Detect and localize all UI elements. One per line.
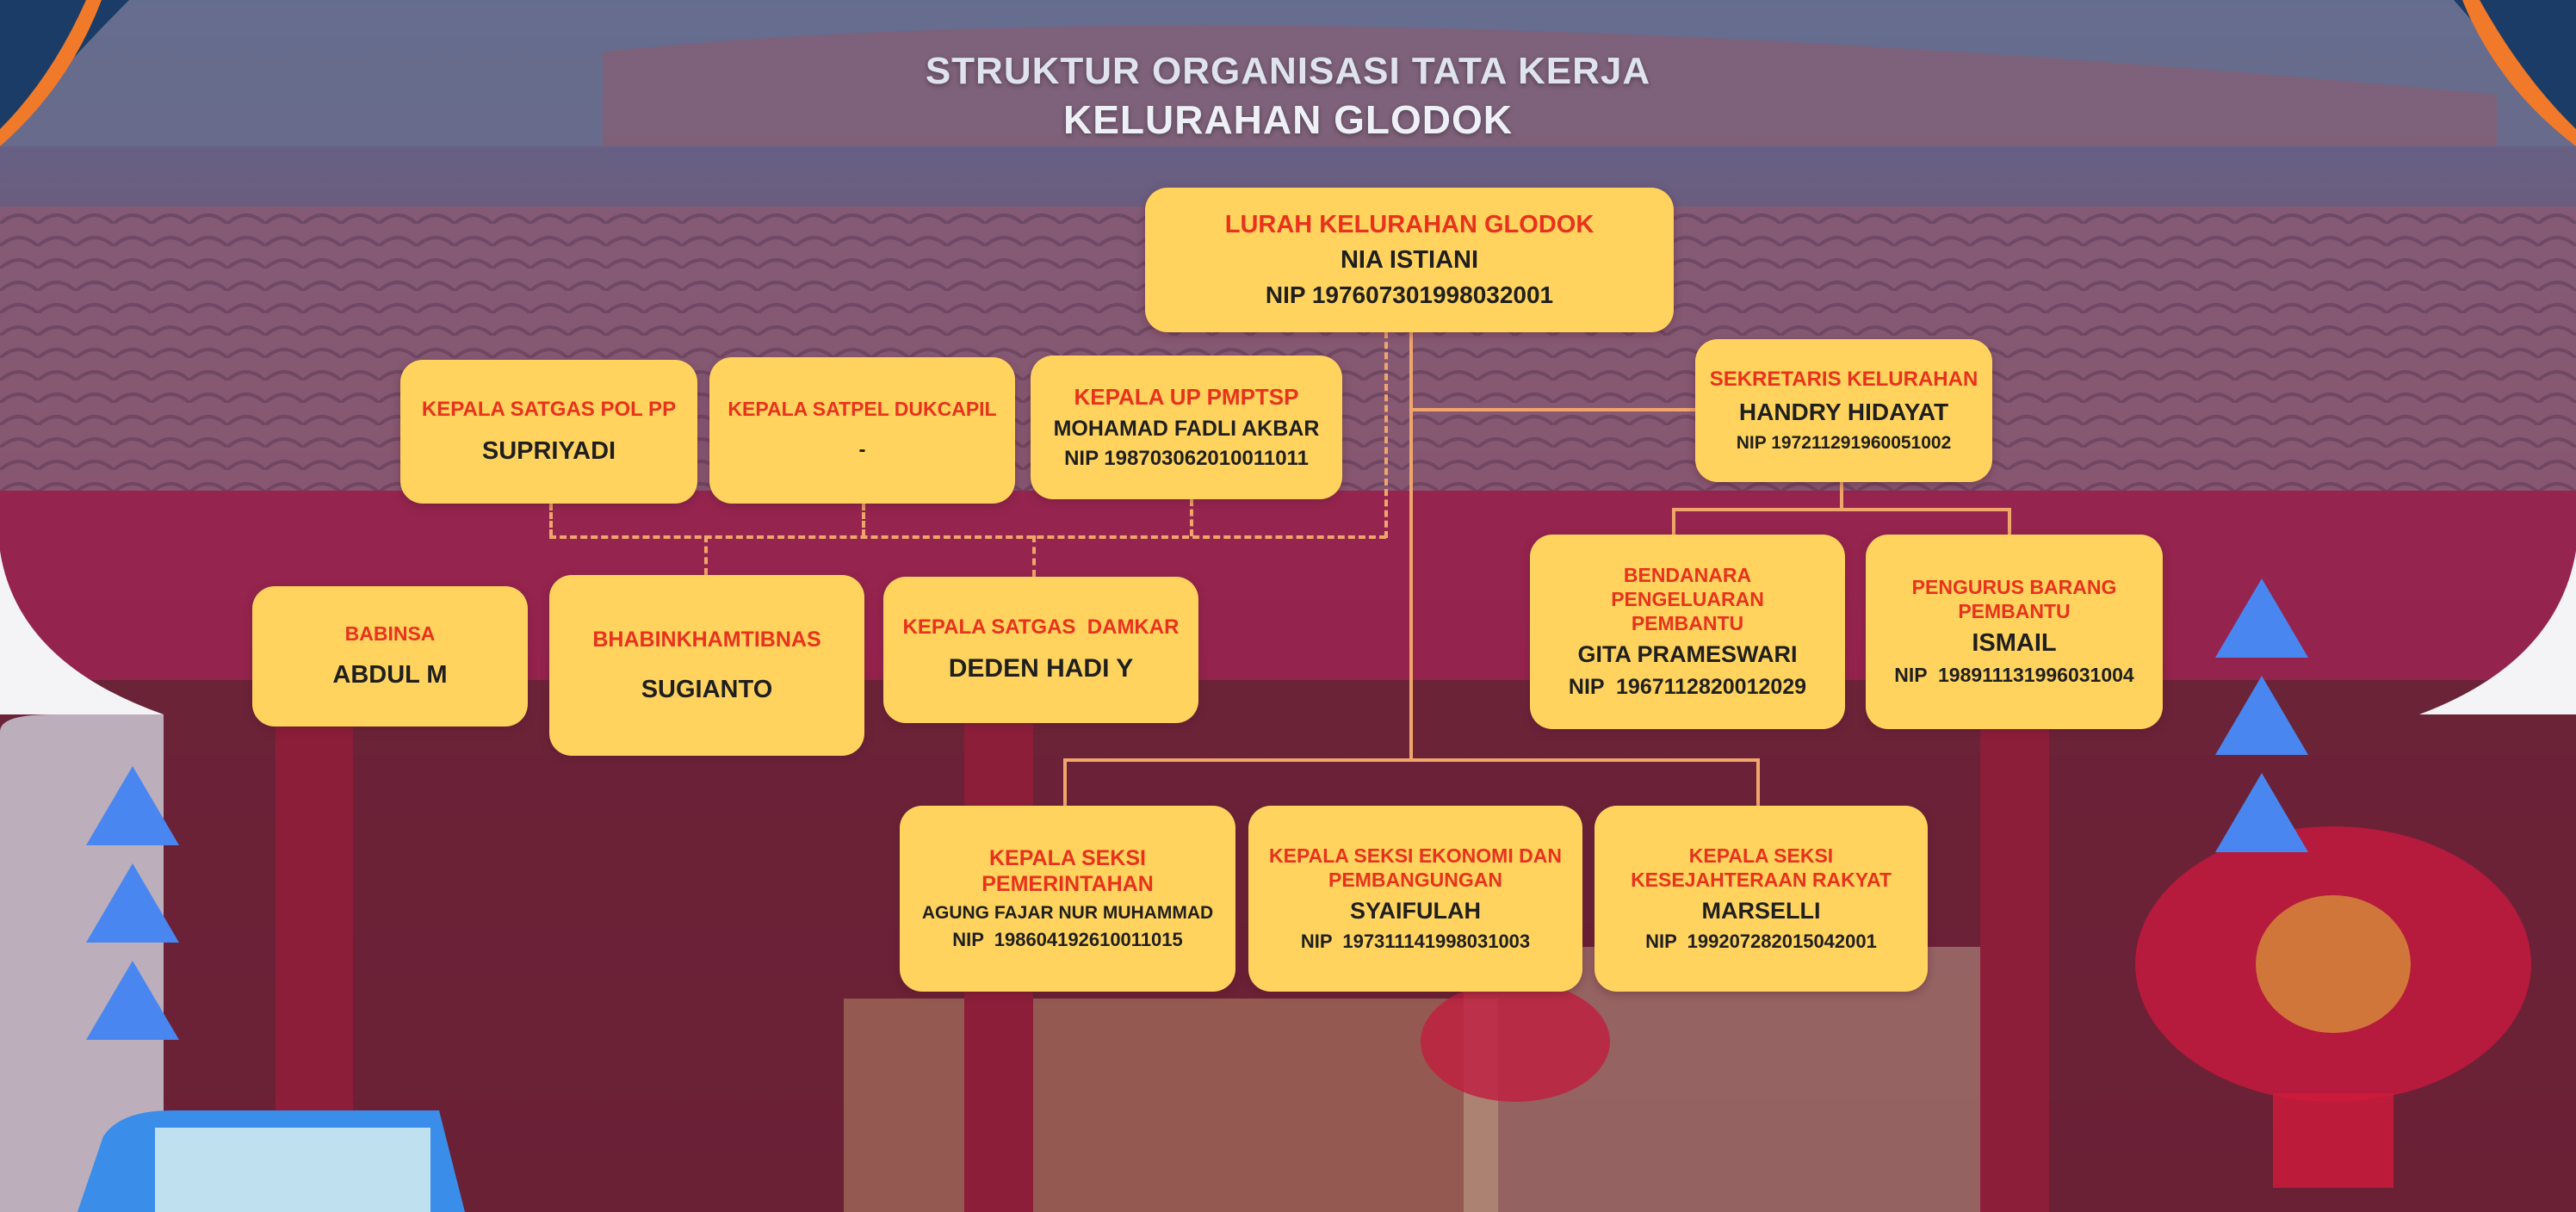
name-label: SUGIANTO <box>641 675 773 703</box>
role-label: SEKRETARIS KELURAHAN <box>1709 368 1978 392</box>
role-label: KEPALA SATGAS DAMKAR <box>902 615 1180 639</box>
nip-label: NIP 197211291960051002 <box>1736 432 1952 453</box>
nip-label: NIP 198703062010011011 <box>1064 446 1309 470</box>
box-seksi-kesra: KEPALA SEKSI KESEJAHTERAAN RAKYAT MARSEL… <box>1595 806 1928 992</box>
name-label: NIA ISTIANI <box>1340 246 1479 275</box>
box-seksi-pemerintahan: KEPALA SEKSI PEMERINTAHAN AGUNG FAJAR NU… <box>900 806 1235 992</box>
triangle-icon <box>86 863 179 943</box>
nip-label: NIP 197607301998032001 <box>1265 281 1554 308</box>
dashed-connector-bhabin <box>704 535 708 575</box>
role-label: KEPALA SATGAS POL PP <box>421 397 677 421</box>
connector-sekretaris <box>1409 408 1695 411</box>
box-seksi-ekonomi: KEPALA SEKSI EKONOMI DAN PEMBANGUNGAN SY… <box>1248 806 1582 992</box>
dashed-connector-damkar <box>1032 535 1036 577</box>
nip-label: NIP 198911131996031004 <box>1894 664 2134 687</box>
connector-pengurus <box>2008 508 2011 535</box>
dashed-connector-pol-pp <box>549 504 553 536</box>
dashed-connector-dukcapil <box>862 504 865 536</box>
triangle-icon <box>86 766 179 845</box>
connector-sekretaris-branch <box>1672 508 2009 511</box>
box-pengurus-barang: PENGURUS BARANG PEMBANTU ISMAIL NIP 1989… <box>1866 535 2163 729</box>
role-label: BHABINKHAMTIBNAS <box>592 627 821 652</box>
role-label: KEPALA SATPEL DUKCAPIL <box>728 397 997 420</box>
name-label: - <box>858 438 866 462</box>
role-label: KEPALA SEKSI EKONOMI DAN PEMBANGUNGAN <box>1269 844 1562 891</box>
name-label: HANDRY HIDAYAT <box>1738 399 1949 425</box>
nip-label: NIP 197311141998031003 <box>1300 930 1531 952</box>
box-satpel-dukcapil: KEPALA SATPEL DUKCAPIL - <box>709 357 1015 504</box>
role-label: BENDANARA PENGELUARAN PEMBANTU <box>1611 564 1764 634</box>
triangle-icon <box>86 961 179 1040</box>
name-label: DEDEN HADI Y <box>948 654 1134 683</box>
box-bendahara: BENDANARA PENGELUARAN PEMBANTU GITA PRAM… <box>1530 535 1845 729</box>
role-label: LURAH KELURAHAN GLODOK <box>1224 211 1595 239</box>
role-label: BABINSA <box>344 622 436 646</box>
dashed-connector-main <box>1384 331 1388 538</box>
role-label: KEPALA SEKSI PEMERINTAHAN <box>981 846 1154 897</box>
connector-sekretaris-down <box>1840 482 1843 508</box>
nip-label: NIP 199207282015042001 <box>1645 930 1877 952</box>
connector-seksi-kesra <box>1756 758 1760 807</box>
name-label: MARSELLI <box>1701 898 1821 924</box>
name-label: SUPRIYADI <box>481 436 616 465</box>
triangle-icon <box>2215 676 2308 755</box>
role-label: KEPALA SEKSI KESEJAHTERAAN RAKYAT <box>1631 844 1892 891</box>
box-satgas-damkar: KEPALA SATGAS DAMKAR DEDEN HADI Y <box>883 577 1198 723</box>
triangle-icon <box>2215 578 2308 658</box>
box-sekretaris: SEKRETARIS KELURAHAN HANDRY HIDAYAT NIP … <box>1695 339 1992 482</box>
nip-label: NIP 1967112820012029 <box>1568 674 1807 699</box>
box-bhabinkhamtibnas: BHABINKHAMTIBNAS SUGIANTO <box>549 575 864 756</box>
role-label: PENGURUS BARANG PEMBANTU <box>1911 576 2117 622</box>
name-label: GITA PRAMESWARI <box>1577 641 1798 668</box>
connector-seksi-pemerintahan <box>1063 758 1067 807</box>
connector-bendahara <box>1672 508 1675 535</box>
nip-label: NIP 198604192610011015 <box>952 929 1183 951</box>
box-satgas-pol-pp: KEPALA SATGAS POL PP SUPRIYADI <box>400 360 697 504</box>
box-babinsa: BABINSA ABDUL M <box>252 586 528 727</box>
connector-seksi-branch <box>1063 758 1760 762</box>
role-label: KEPALA UP PMPTSP <box>1074 383 1299 410</box>
name-label: SYAIFULAH <box>1349 898 1482 924</box>
triangle-icon <box>2215 773 2308 852</box>
box-up-pmptsp: KEPALA UP PMPTSP MOHAMAD FADLI AKBAR NIP… <box>1031 356 1342 499</box>
connector-trunk <box>1409 331 1413 762</box>
name-label: ISMAIL <box>1972 629 2057 658</box>
name-label: ABDUL M <box>332 660 448 689</box>
dashed-connector-horizontal <box>549 535 1386 539</box>
chart-title: STRUKTUR ORGANISASI TATA KERJA <box>925 50 1651 92</box>
name-label: AGUNG FAJAR NUR MUHAMMAD <box>921 903 1214 924</box>
box-lurah: LURAH KELURAHAN GLODOK NIA ISTIANI NIP 1… <box>1145 188 1674 332</box>
dashed-connector-pmptsp <box>1190 499 1193 536</box>
name-label: MOHAMAD FADLI AKBAR <box>1053 416 1320 441</box>
chart-subtitle: KELURAHAN GLODOK <box>1063 97 1513 142</box>
